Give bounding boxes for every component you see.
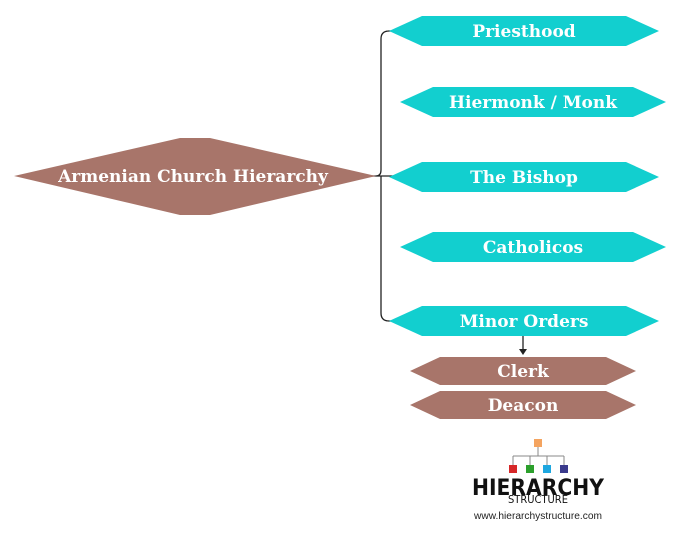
logo-title: HIERARCHY bbox=[472, 476, 605, 501]
logo-block-2 bbox=[526, 465, 534, 473]
node-label: Priesthood bbox=[472, 22, 575, 42]
node-shape bbox=[410, 357, 636, 385]
root-shape bbox=[14, 138, 376, 215]
arrow-head bbox=[519, 349, 527, 355]
node-label: Hiermonk / Monk bbox=[449, 93, 618, 113]
logo-block-4 bbox=[560, 465, 568, 473]
node-shape bbox=[410, 391, 636, 419]
node-shape bbox=[389, 162, 659, 192]
logo-url[interactable]: www.hierarchystructure.com bbox=[473, 511, 602, 522]
logo-block-3 bbox=[543, 465, 551, 473]
node-shape bbox=[400, 87, 666, 117]
logo-block-top bbox=[534, 439, 542, 447]
root-node[interactable]: Armenian Church Hierarchy bbox=[14, 138, 376, 215]
node-priesthood[interactable]: Priesthood bbox=[389, 16, 659, 46]
root-label: Armenian Church Hierarchy bbox=[57, 167, 329, 187]
node-label: Clerk bbox=[497, 362, 550, 382]
node-clerk[interactable]: Clerk bbox=[410, 357, 636, 385]
node-shape bbox=[400, 232, 666, 262]
node-shape bbox=[389, 16, 659, 46]
node-deacon[interactable]: Deacon bbox=[410, 391, 636, 419]
node-label: Catholicos bbox=[483, 238, 583, 258]
logo-block-1 bbox=[509, 465, 517, 473]
node-the-bishop[interactable]: The Bishop bbox=[389, 162, 659, 192]
node-shape bbox=[389, 306, 659, 336]
logo-subtitle: STRUCTURE bbox=[508, 493, 568, 506]
node-label: Minor Orders bbox=[460, 312, 589, 332]
logo-tree-icon bbox=[512, 447, 565, 465]
node-minor-orders[interactable]: Minor Orders bbox=[389, 306, 659, 336]
hierarchy-structure-logo[interactable]: HIERARCHY STRUCTURE www.hierarchystructu… bbox=[472, 439, 605, 522]
node-catholicos[interactable]: Catholicos bbox=[400, 232, 666, 262]
node-label: Deacon bbox=[488, 396, 559, 416]
node-hiermonk-monk[interactable]: Hiermonk / Monk bbox=[400, 87, 666, 117]
node-label: The Bishop bbox=[470, 168, 578, 188]
